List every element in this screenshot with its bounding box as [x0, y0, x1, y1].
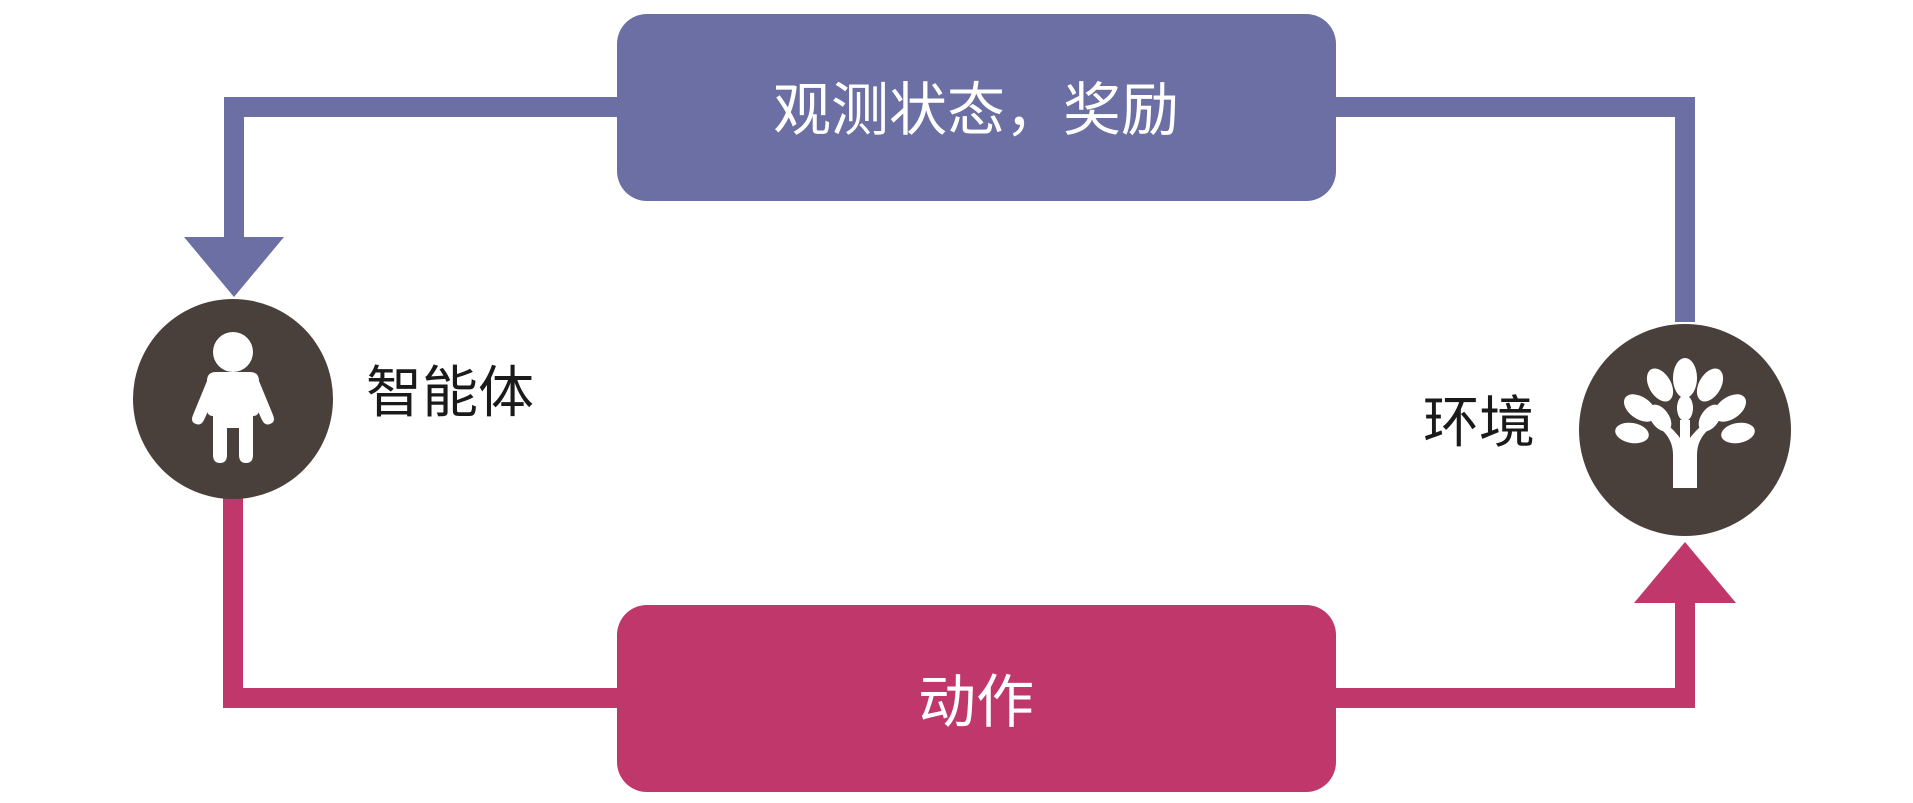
- action-arrowhead: [1634, 542, 1736, 603]
- action-box: 动作: [617, 605, 1336, 792]
- agent-node: 智能体: [133, 299, 534, 499]
- observation-box: 观测状态，奖励: [617, 14, 1336, 201]
- environment-label: 环境: [1423, 391, 1535, 456]
- observation-arrowhead: [184, 237, 284, 297]
- person-icon: [192, 332, 274, 463]
- action-label: 动作: [918, 668, 1034, 736]
- observation-label: 观测状态，奖励: [773, 76, 1179, 144]
- tree-icon: [1615, 358, 1755, 488]
- environment-node: 环境: [1423, 324, 1791, 536]
- agent-label: 智能体: [366, 361, 534, 426]
